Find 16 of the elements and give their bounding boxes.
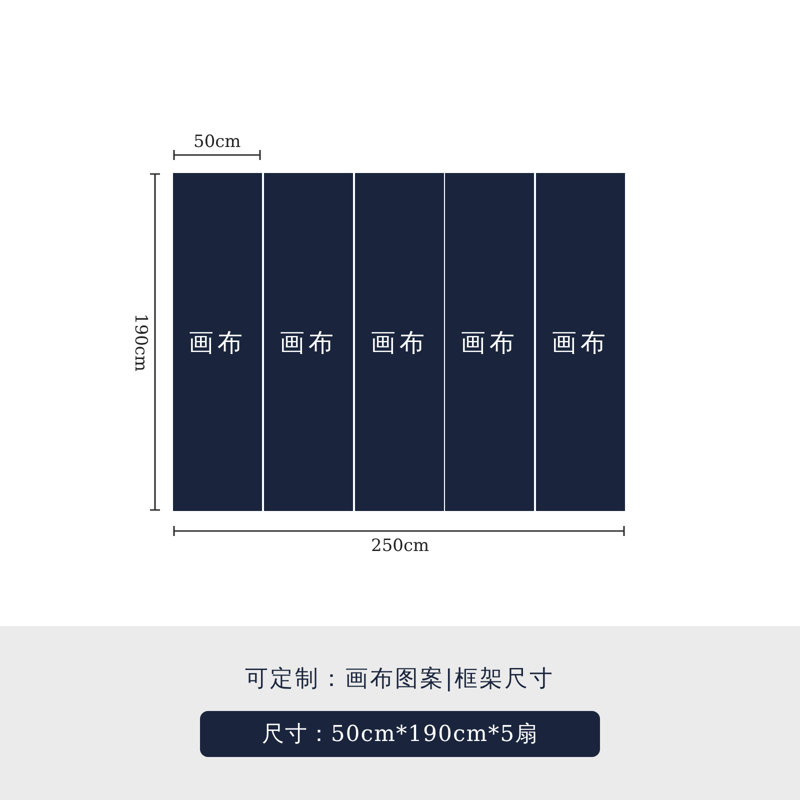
- canvas-panel: [173, 173, 262, 511]
- canvas-panel: [445, 173, 534, 511]
- dimension-label: 50cm: [194, 134, 241, 151]
- canvas-panel: [355, 173, 444, 511]
- size-banner: [200, 711, 600, 757]
- panel-label: 画布: [370, 326, 428, 358]
- customization-note: 可定制：画布图案|框架尺寸: [245, 668, 555, 691]
- size-text: 尺寸：50cm*190cm*5扇: [262, 721, 538, 749]
- panel-label: 画布: [280, 326, 338, 358]
- dimension-label: 250cm: [371, 538, 430, 555]
- canvas-panel: [536, 173, 625, 511]
- panel-label: 画布: [460, 326, 518, 358]
- panel-label: 画布: [552, 326, 610, 358]
- canvas-panel: [264, 173, 353, 511]
- panel-label: 画布: [188, 326, 246, 358]
- dimension-label: 190cm: [132, 312, 149, 372]
